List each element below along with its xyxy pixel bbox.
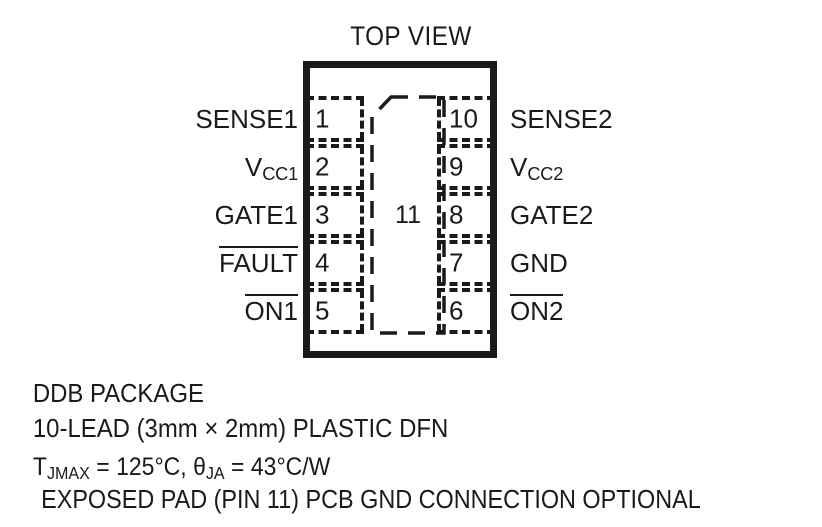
pin-number: 6 bbox=[449, 295, 464, 326]
pad-edge-bottom bbox=[437, 186, 495, 190]
pad-edge-bottom bbox=[306, 330, 364, 334]
signal-label-gate1: GATE1 bbox=[214, 199, 298, 230]
tjmax-subscript: JMAX bbox=[46, 463, 90, 484]
theta-value: = 43°C/W bbox=[224, 453, 331, 481]
pad-edge-bottom bbox=[306, 186, 364, 190]
pin-pad: 4 bbox=[306, 239, 364, 287]
signal-label-row: VCC1 bbox=[60, 143, 298, 191]
pad-edge-bottom bbox=[306, 138, 364, 142]
tjmax-symbol: T bbox=[32, 453, 47, 481]
signal-label-row: ON1 bbox=[60, 287, 299, 335]
pad-edge-inner bbox=[437, 98, 441, 140]
signal-label-base: V bbox=[244, 151, 263, 182]
signal-label-sense1: SENSE1 bbox=[195, 103, 298, 134]
pin-number: 1 bbox=[315, 103, 330, 134]
pin-number: 4 bbox=[315, 247, 330, 278]
pad-edge-bottom bbox=[437, 234, 495, 238]
pad-edge-top bbox=[306, 288, 364, 292]
signal-label-vcc1: VCC1 bbox=[244, 151, 298, 184]
pin-pad: 7 bbox=[437, 239, 495, 287]
pin-pad: 6 bbox=[437, 287, 495, 335]
tjmax-value: = 125°C, bbox=[89, 453, 194, 481]
pin-column-left: 1 2 3 4 5 bbox=[306, 95, 364, 335]
pad-edge-top bbox=[437, 96, 495, 100]
pad-edge-inner bbox=[360, 242, 364, 284]
signal-label-on2: ON2 bbox=[510, 293, 564, 326]
pad-edge-top bbox=[306, 240, 364, 244]
signal-label-on1: ON1 bbox=[244, 293, 299, 326]
signal-label-gnd: GND bbox=[510, 247, 568, 278]
signal-label-row: ON2 bbox=[510, 287, 770, 335]
pin-number: 8 bbox=[449, 199, 464, 230]
pad-edge-bottom bbox=[306, 234, 364, 238]
pin-pad: 5 bbox=[306, 287, 364, 335]
signal-label-sense2: SENSE2 bbox=[510, 103, 613, 134]
signal-label-row: SENSE2 bbox=[510, 95, 770, 143]
caption-package-spec: 10-LEAD (3mm × 2mm) PLASTIC DFN bbox=[32, 413, 449, 443]
pin-pad: 9 bbox=[437, 143, 495, 191]
pad-edge-bottom bbox=[306, 282, 364, 286]
signal-label-fault: FAULT bbox=[219, 245, 298, 278]
signal-label-subscript: CC2 bbox=[527, 163, 564, 184]
package-body-outline bbox=[303, 61, 497, 358]
signal-label-row: GATE2 bbox=[510, 191, 770, 239]
pin-pad: 3 bbox=[306, 191, 364, 239]
signal-label-row: FAULT bbox=[60, 239, 298, 287]
pin-column-right: 10 9 8 7 6 bbox=[437, 95, 495, 335]
pad-edge-top bbox=[437, 288, 495, 292]
signal-label-row: GATE1 bbox=[60, 191, 298, 239]
pad-edge-inner bbox=[437, 194, 441, 236]
pin-number: 9 bbox=[449, 151, 464, 182]
signal-label-gate2: GATE2 bbox=[510, 199, 594, 230]
pin-pad: 1 bbox=[306, 95, 364, 143]
pad-edge-inner bbox=[437, 290, 441, 332]
pin-pad: 8 bbox=[437, 191, 495, 239]
pad-edge-inner bbox=[360, 194, 364, 236]
pad-edge-inner bbox=[437, 146, 441, 188]
theta-subscript: JA bbox=[205, 463, 225, 484]
pin-pad: 2 bbox=[306, 143, 364, 191]
caption-thermal-spec: TJMAX = 125°C, θJA = 43°C/W bbox=[32, 453, 789, 484]
caption-package-name: DDB PACKAGE bbox=[32, 378, 204, 408]
pin-pad: 10 bbox=[437, 95, 495, 143]
exposed-pad-outline: 11 bbox=[370, 95, 446, 335]
pad-edge-inner bbox=[360, 290, 364, 332]
pin-number: 3 bbox=[315, 199, 330, 230]
signal-label-vcc2: VCC2 bbox=[510, 151, 564, 184]
pin-number: 2 bbox=[315, 151, 330, 182]
pad-edge-bottom bbox=[437, 138, 495, 142]
pin-number: 10 bbox=[449, 103, 478, 134]
pad-edge-top bbox=[306, 144, 364, 148]
pad-edge-top bbox=[437, 192, 495, 196]
signal-label-row: GND bbox=[510, 239, 770, 287]
pad-edge-inner bbox=[360, 146, 364, 188]
exposed-pad-number: 11 bbox=[395, 200, 421, 229]
pad-edge-inner bbox=[360, 98, 364, 140]
signal-label-row: SENSE1 bbox=[60, 95, 298, 143]
pin-number: 7 bbox=[449, 247, 464, 278]
pad-edge-inner bbox=[437, 242, 441, 284]
pin-number: 5 bbox=[315, 295, 330, 326]
signal-labels-right: SENSE2 VCC2 GATE2 GND ON2 bbox=[510, 95, 770, 335]
signal-labels-left: SENSE1 VCC1 GATE1 FAULT ON1 bbox=[60, 95, 299, 335]
caption-exposed-pad-note: EXPOSED PAD (PIN 11) PCB GND CONNECTION … bbox=[41, 484, 701, 514]
page-title: TOP VIEW bbox=[350, 21, 472, 51]
signal-label-subscript: CC1 bbox=[262, 163, 298, 184]
signal-label-row: VCC2 bbox=[510, 143, 770, 191]
pad-edge-top bbox=[437, 144, 495, 148]
pad-edge-top bbox=[306, 192, 364, 196]
pad-edge-bottom bbox=[437, 330, 495, 334]
signal-label-base: V bbox=[510, 151, 528, 182]
pad-edge-bottom bbox=[437, 282, 495, 286]
pad-edge-top bbox=[437, 240, 495, 244]
theta-symbol: θ bbox=[193, 453, 206, 481]
pad-edge-top bbox=[306, 96, 364, 100]
